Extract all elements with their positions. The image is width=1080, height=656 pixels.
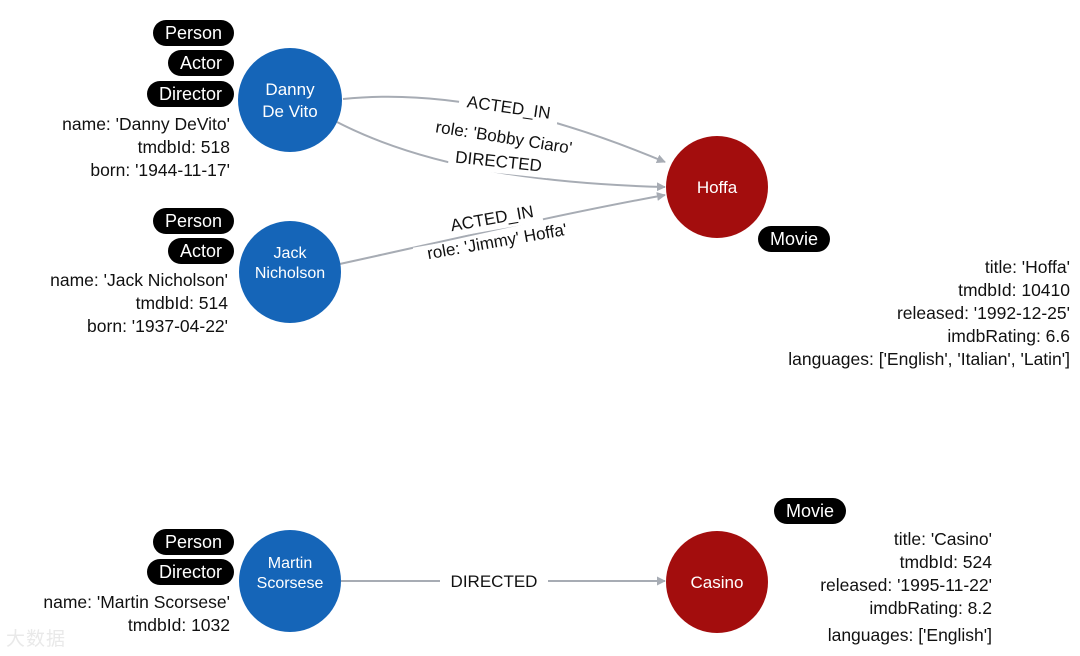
property-line: tmdbId: 10410	[958, 280, 1070, 300]
label-tag-actor: Actor	[167, 238, 234, 264]
node-hoffa[interactable]: Hoffa	[666, 136, 768, 238]
property-line: imdbRating: 6.6	[947, 326, 1070, 346]
svg-text:De Vito: De Vito	[262, 102, 317, 121]
property-line: name: 'Jack Nicholson'	[50, 270, 228, 290]
svg-text:Danny: Danny	[265, 80, 315, 99]
property-line: name: 'Danny DeVito'	[62, 114, 230, 134]
property-line: imdbRating: 8.2	[869, 598, 992, 618]
label-tag-person: Person	[152, 529, 234, 555]
label-tag-movie: Movie	[774, 498, 847, 524]
node-casino[interactable]: Casino	[666, 531, 768, 633]
label-tag-actor: Actor	[167, 50, 234, 76]
label-tag-director: Director	[146, 559, 234, 585]
svg-text:Jack: Jack	[274, 245, 308, 262]
label-tag-movie: Movie	[758, 226, 831, 252]
properties-jack-nicholson: name: 'Jack Nicholson' tmdbId: 514 born:…	[50, 269, 228, 338]
property-line: languages: ['English']	[827, 625, 992, 645]
svg-text:Hoffa: Hoffa	[697, 178, 738, 197]
svg-text:Casino: Casino	[691, 573, 744, 592]
label-tag-director: Director	[146, 81, 234, 107]
property-line: tmdbId: 514	[135, 293, 228, 313]
node-jack-nicholson[interactable]: Jack Nicholson	[239, 221, 341, 323]
property-line: title: 'Casino'	[893, 529, 992, 549]
edge-label-martin-directed: DIRECTED	[451, 572, 538, 591]
property-line: born: '1937-04-22'	[87, 316, 228, 336]
property-line: released: '1995-11-22'	[820, 575, 992, 595]
property-line: languages: ['English', 'Italian', 'Latin…	[788, 349, 1070, 369]
node-danny-devito[interactable]: Danny De Vito	[238, 48, 342, 152]
edge-jack-acted-in-hoffa[interactable]	[334, 192, 666, 266]
property-line: born: '1944-11-17'	[90, 160, 230, 180]
svg-text:Scorsese: Scorsese	[257, 575, 324, 592]
properties-martin-scorsese: name: 'Martin Scorsese' tmdbId: 1032	[43, 591, 230, 637]
property-line: name: 'Martin Scorsese'	[43, 592, 230, 612]
properties-casino: title: 'Casino' tmdbId: 524 released: '1…	[820, 528, 992, 647]
property-line: tmdbId: 524	[899, 552, 992, 572]
label-tag-person: Person	[152, 208, 234, 234]
property-line: tmdbId: 518	[137, 137, 230, 157]
property-line: title: 'Hoffa'	[984, 257, 1070, 277]
property-line: released: '1992-12-25'	[896, 303, 1070, 323]
svg-text:Nicholson: Nicholson	[255, 265, 325, 282]
node-martin-scorsese[interactable]: Martin Scorsese	[239, 530, 341, 632]
watermark: 大数据	[6, 629, 67, 650]
property-line: tmdbId: 1032	[127, 615, 230, 635]
label-tag-person: Person	[152, 20, 234, 46]
properties-danny-devito: name: 'Danny DeVito' tmdbId: 518 born: '…	[62, 113, 230, 182]
properties-hoffa: title: 'Hoffa' tmdbId: 10410 released: '…	[788, 256, 1070, 371]
svg-text:Martin: Martin	[268, 555, 312, 572]
